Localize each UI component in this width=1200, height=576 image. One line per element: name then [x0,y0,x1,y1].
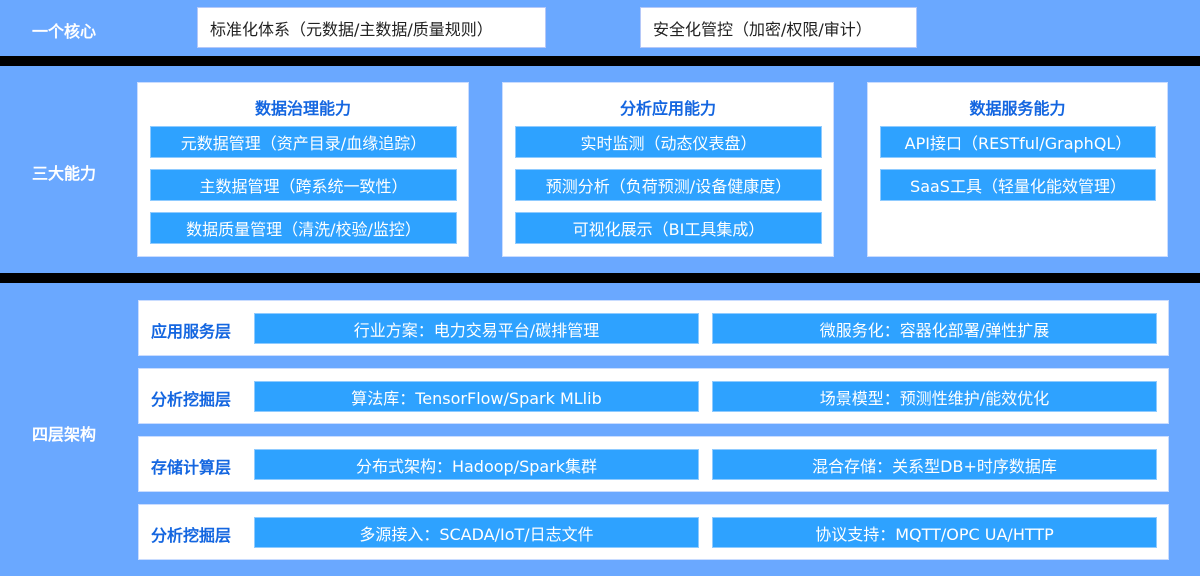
capabilities-label: 三大能力 [32,164,97,183]
layer-row-analysis: 分析挖掘层 算法库：TensorFlow/Spark MLlib 场景模型：预测… [138,368,1169,424]
layer-cell: 多源接入：SCADA/IoT/日志文件 [254,517,699,548]
layer-row-ingestion: 分析挖掘层 多源接入：SCADA/IoT/日志文件 协议支持：MQTT/OPC … [138,504,1169,560]
capability-item: 主数据管理（跨系统一致性） [150,169,457,201]
layer-cell: 混合存储：关系型DB+时序数据库 [712,449,1157,480]
layer-name: 分析挖掘层 [151,526,232,545]
capability-item: 实时监测（动态仪表盘） [515,126,822,158]
core-label: 一个核心 [32,22,97,41]
capability-title: 数据服务能力 [969,99,1066,118]
capabilities-band: 三大能力 数据治理能力 元数据管理（资产目录/血缘追踪） 主数据管理（跨系统一致… [0,66,1200,273]
capability-card-governance: 数据治理能力 元数据管理（资产目录/血缘追踪） 主数据管理（跨系统一致性） 数据… [137,82,469,257]
core-band: 一个核心 标准化体系（元数据/主数据/质量规则） 安全化管控（加密/权限/审计） [0,0,1200,56]
capability-item: API接口（RESTful/GraphQL） [880,126,1156,158]
capability-item: SaaS工具（轻量化能效管理） [880,169,1156,201]
layer-name: 存储计算层 [151,458,232,477]
layer-cell: 协议支持：MQTT/OPC UA/HTTP [712,517,1157,548]
capability-item: 可视化展示（BI工具集成） [515,212,822,244]
layer-cell: 算法库：TensorFlow/Spark MLlib [254,381,699,412]
capability-card-service: 数据服务能力 API接口（RESTful/GraphQL） SaaS工具（轻量化… [867,82,1168,257]
capability-title: 数据治理能力 [254,99,351,118]
core-item-security: 安全化管控（加密/权限/审计） [640,7,917,48]
layer-cell: 微服务化：容器化部署/弹性扩展 [712,313,1157,344]
capability-item: 数据质量管理（清洗/校验/监控） [150,212,457,244]
capability-card-analytics: 分析应用能力 实时监测（动态仪表盘） 预测分析（负荷预测/设备健康度） 可视化展… [502,82,834,257]
layer-row-storage: 存储计算层 分布式架构：Hadoop/Spark集群 混合存储：关系型DB+时序… [138,436,1169,492]
capability-item: 预测分析（负荷预测/设备健康度） [515,169,822,201]
layer-name: 分析挖掘层 [151,390,232,409]
layer-cell: 场景模型：预测性维护/能效优化 [712,381,1157,412]
layer-cell: 行业方案：电力交易平台/碳排管理 [254,313,699,344]
architecture-label: 四层架构 [32,425,97,444]
architecture-band: 四层架构 应用服务层 行业方案：电力交易平台/碳排管理 微服务化：容器化部署/弹… [0,283,1200,576]
core-item-standardization: 标准化体系（元数据/主数据/质量规则） [197,7,546,48]
capability-item: 元数据管理（资产目录/血缘追踪） [150,126,457,158]
layer-row-application: 应用服务层 行业方案：电力交易平台/碳排管理 微服务化：容器化部署/弹性扩展 [138,300,1169,356]
layer-name: 应用服务层 [151,322,232,341]
layer-cell: 分布式架构：Hadoop/Spark集群 [254,449,699,480]
capability-title: 分析应用能力 [619,99,716,118]
